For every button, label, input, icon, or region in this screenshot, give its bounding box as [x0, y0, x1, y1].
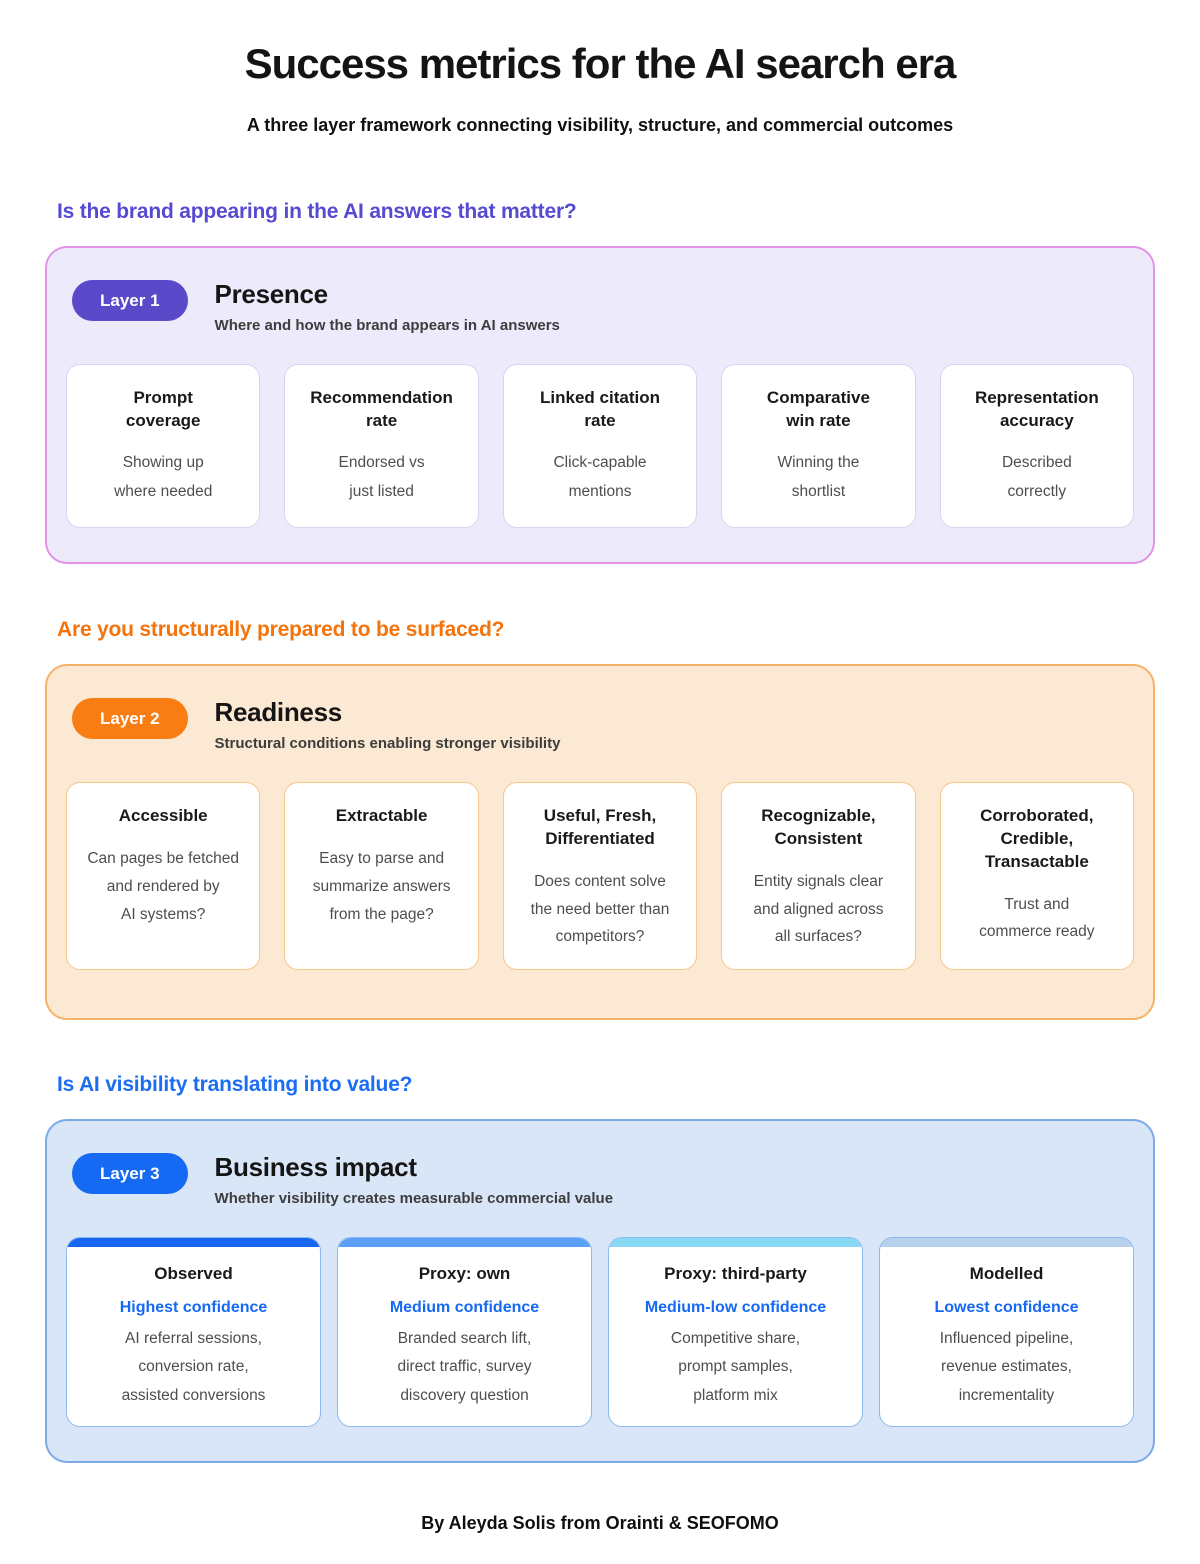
metric-card-description: Competitive share, prompt samples, platf…	[670, 1330, 801, 1404]
metric-card-description: Easy to parse and summarize answers from…	[312, 849, 451, 923]
layer-description: Whether visibility creates measurable co…	[214, 1190, 614, 1208]
metric-card: Linked citation rate Click-capable menti…	[502, 363, 698, 528]
metric-card-body: Proxy: third-party Medium-low confidence…	[609, 1247, 862, 1426]
panel-header: Layer 1 Presence Where and how the brand…	[66, 279, 1134, 334]
metric-card: Recommendation rate Endorsed vs just lis…	[284, 363, 479, 528]
metric-card-row: Accessible Can pages be fetched and rend…	[66, 781, 1135, 971]
layer-panel-business-impact: Layer 3 Business impact Whether visibili…	[45, 1119, 1155, 1463]
layer-name: Presence	[214, 279, 329, 309]
metric-card-description: Influenced pipeline, revenue estimates, …	[939, 1330, 1074, 1404]
metric-card: Observed Highest confidence AI referral …	[66, 1237, 321, 1427]
panel-heading-group: Business impact Whether visibility creat…	[214, 1152, 614, 1208]
confidence-bar	[880, 1238, 1133, 1248]
metric-card: Useful, Fresh, Differentiated Does conte…	[502, 781, 698, 971]
confidence-bar	[609, 1238, 862, 1248]
confidence-label: Medium confidence	[389, 1299, 540, 1317]
layer-section-business-impact: Is AI visibility translating into value?…	[45, 1073, 1155, 1463]
metric-card-description: Entity signals clear and aligned across …	[753, 872, 884, 946]
panel-heading-group: Presence Where and how the brand appears…	[214, 279, 560, 334]
metric-card-title: Observed	[154, 1264, 233, 1284]
panel-header: Layer 3 Business impact Whether visibili…	[66, 1152, 1134, 1208]
panel-header: Layer 2 Readiness Structural conditions …	[66, 696, 1134, 752]
layer-name: Business impact	[214, 1152, 417, 1183]
metric-card-title: Accessible	[118, 805, 208, 825]
metric-card-title: Recognizable, Consistent	[761, 805, 876, 848]
metric-card: Representation accuracy Described correc…	[939, 363, 1135, 528]
metric-card-title: Corroborated, Credible, Transactable	[980, 805, 1094, 871]
metric-card: Accessible Can pages be fetched and rend…	[66, 781, 261, 971]
layer-question: Is AI visibility translating into value?	[57, 1073, 413, 1097]
metric-card: Comparative win rate Winning the shortli…	[721, 363, 916, 528]
metric-card-row: Observed Highest confidence AI referral …	[66, 1237, 1134, 1427]
metric-card: Recognizable, Consistent Entity signals …	[721, 781, 916, 971]
layer-badge: Layer 1	[72, 280, 188, 321]
panel-heading-group: Readiness Structural conditions enabling…	[214, 696, 561, 752]
metric-card-description: AI referral sessions, conversion rate, a…	[121, 1330, 266, 1404]
layer-section-presence: Is the brand appearing in the AI answers…	[45, 200, 1155, 564]
metric-card-body: Modelled Lowest confidence Influenced pi…	[880, 1247, 1133, 1426]
metric-card-description: Can pages be fetched and rendered by AI …	[87, 849, 240, 923]
metric-card-body: Proxy: own Medium confidence Branded sea…	[338, 1247, 591, 1426]
metric-card: Proxy: third-party Medium-low confidence…	[608, 1237, 863, 1427]
confidence-bar	[67, 1238, 320, 1248]
metric-card: Prompt coverage Showing up where needed	[66, 363, 261, 528]
metric-card-description: Branded search lift, direct traffic, sur…	[397, 1330, 532, 1404]
metric-card-title: Comparative win rate	[766, 387, 870, 430]
metric-card-title: Representation accuracy	[974, 387, 1099, 430]
credit-line: By Aleyda Solis from Orainti & SEOFOMO	[421, 1512, 779, 1533]
metric-card-title: Useful, Fresh, Differentiated	[543, 805, 657, 848]
layer-panel-readiness: Layer 2 Readiness Structural conditions …	[45, 663, 1155, 1021]
layer-question: Are you structurally prepared to be surf…	[57, 617, 505, 641]
layer-description: Where and how the brand appears in AI an…	[214, 316, 560, 334]
page-subtitle: A three layer framework connecting visib…	[246, 115, 954, 135]
metric-card-description: Trust and commerce ready	[979, 895, 1095, 941]
metric-card-title: Recommendation rate	[310, 387, 453, 430]
layer-section-readiness: Are you structurally prepared to be surf…	[45, 617, 1155, 1021]
metric-card-description: Endorsed vs just listed	[338, 453, 425, 501]
metric-card: Corroborated, Credible, Transactable Tru…	[939, 781, 1135, 971]
metric-card-title: Prompt coverage	[125, 387, 201, 430]
confidence-label: Highest confidence	[119, 1299, 268, 1317]
layer-panel-presence: Layer 1 Presence Where and how the brand…	[45, 246, 1155, 564]
layer-name: Readiness	[214, 696, 343, 727]
metric-card-description: Described correctly	[1001, 453, 1072, 501]
page-title: Success metrics for the AI search era	[244, 40, 957, 87]
metric-card-row: Prompt coverage Showing up where needed …	[66, 363, 1135, 528]
metric-card: Extractable Easy to parse and summarize …	[284, 781, 479, 971]
layer-question: Is the brand appearing in the AI answers…	[57, 200, 577, 223]
metric-card-title: Extractable	[335, 805, 428, 825]
metric-card-description: Winning the shortlist	[777, 453, 860, 501]
metric-card-title: Proxy: third-party	[664, 1264, 807, 1284]
layer-badge: Layer 3	[72, 1153, 188, 1195]
metric-card-description: Click-capable mentions	[553, 453, 647, 501]
metric-card-body: Observed Highest confidence AI referral …	[67, 1247, 320, 1426]
confidence-label: Lowest confidence	[934, 1299, 1079, 1317]
metric-card: Proxy: own Medium confidence Branded sea…	[337, 1237, 592, 1427]
metric-card: Modelled Lowest confidence Influenced pi…	[879, 1237, 1134, 1427]
layer-description: Structural conditions enabling stronger …	[214, 734, 561, 752]
metric-card-description: Does content solve the need better than …	[530, 872, 670, 946]
confidence-bar	[338, 1238, 591, 1248]
confidence-label: Medium-low confidence	[644, 1299, 827, 1317]
metric-card-title: Linked citation rate	[540, 387, 660, 430]
layer-badge: Layer 2	[72, 697, 188, 739]
metric-card-title: Proxy: own	[418, 1264, 511, 1284]
metric-card-description: Showing up where needed	[114, 453, 213, 501]
metric-card-title: Modelled	[969, 1264, 1044, 1284]
